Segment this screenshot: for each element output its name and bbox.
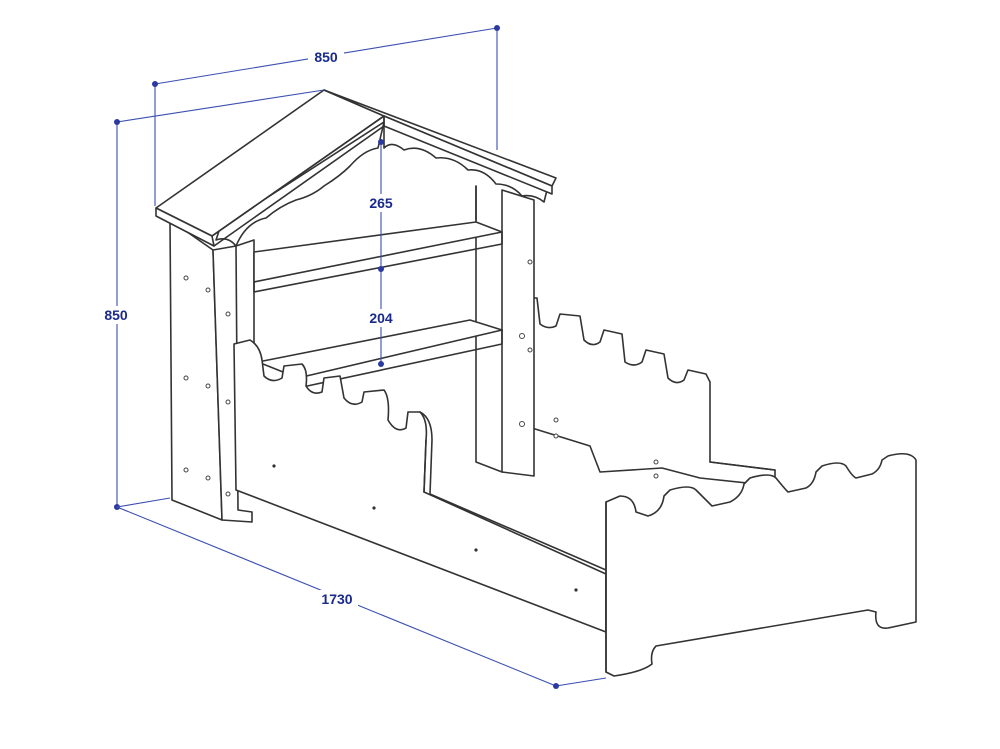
back-side-panel (518, 297, 776, 487)
shelf-upper-label: 265 (369, 195, 393, 211)
shelf-back-panel (235, 185, 477, 381)
height-label: 850 (104, 307, 128, 323)
length-label: 1730 (321, 591, 352, 607)
front-side-panel (233, 339, 607, 633)
headboard-right-post (501, 189, 535, 477)
width-label: 850 (314, 49, 338, 65)
shelf-lower-label: 204 (369, 310, 393, 326)
back-rail (709, 461, 776, 471)
footboard-panel (605, 452, 917, 677)
mounting-holes (183, 259, 659, 592)
headboard-right-post-inner (475, 185, 503, 473)
bed-illustration (155, 89, 917, 677)
dimension-labels: 850 850 1730 265 204 (98, 48, 398, 608)
